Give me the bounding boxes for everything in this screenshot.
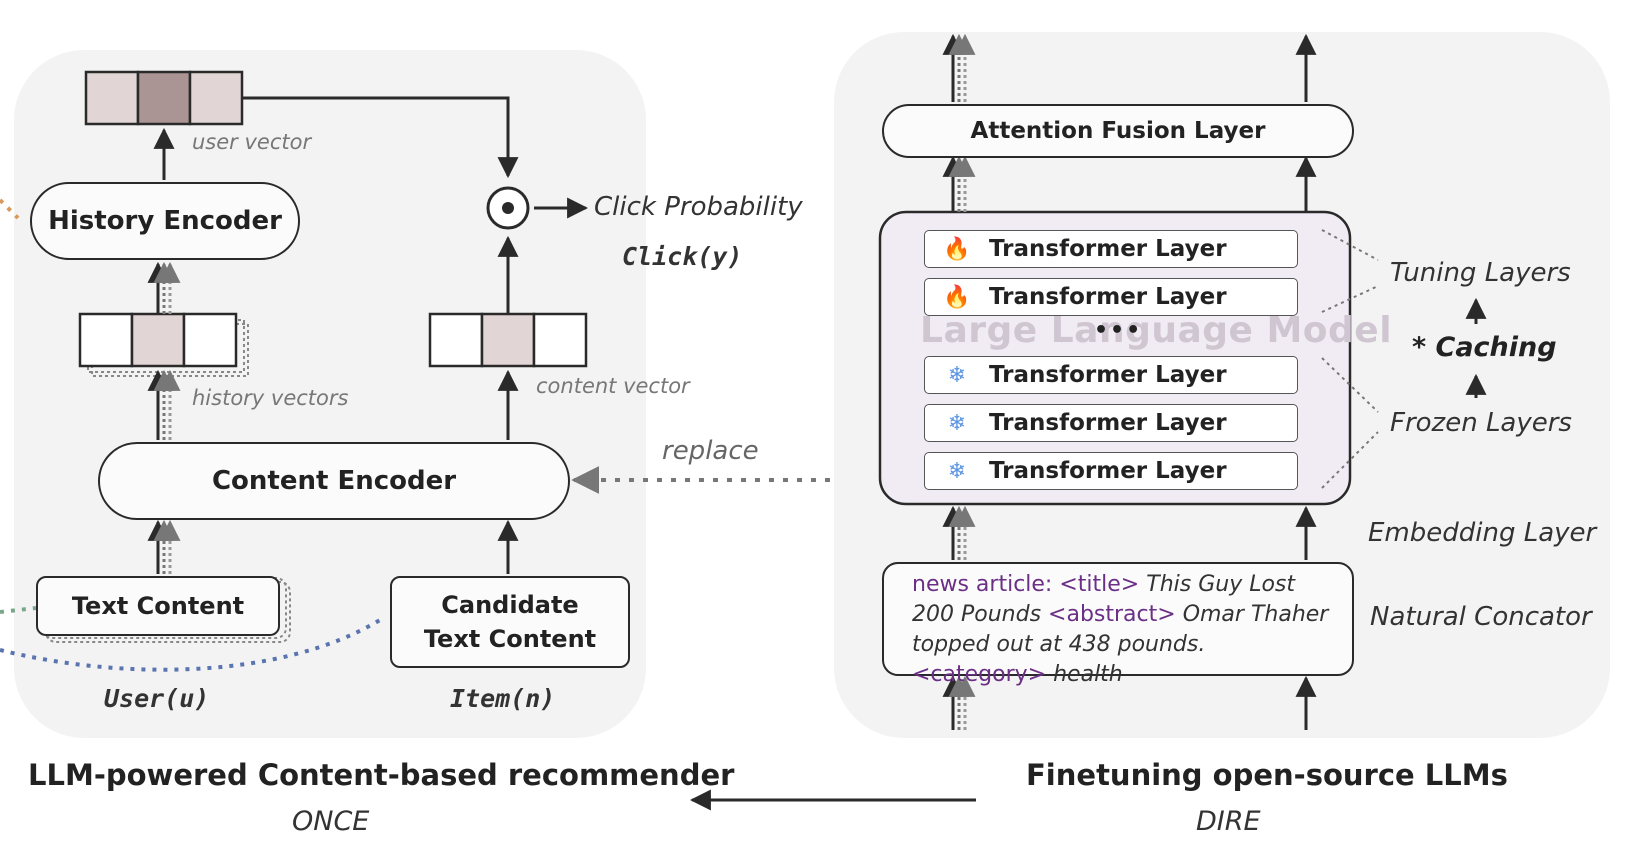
history-encoder-label: History Encoder <box>48 206 282 236</box>
transformer-layer-label: Transformer Layer <box>989 458 1227 484</box>
caching-label: * Caching <box>1412 332 1557 363</box>
content-encoder-label: Content Encoder <box>211 466 457 496</box>
content-encoder-block: Content Encoder <box>98 442 570 520</box>
click-probability-label: Click Probability <box>594 192 803 222</box>
transformer-layer-label: Transformer Layer <box>989 362 1227 388</box>
transformer-layer-label: Transformer Layer <box>989 410 1227 436</box>
dotted-blue-curve <box>0 618 382 672</box>
user-fn-label: User(u) <box>104 684 210 713</box>
snowflake-icon: ❄ <box>947 362 967 388</box>
user-vector-label: user vector <box>192 130 312 154</box>
text-content-label: Text Content <box>71 592 245 620</box>
transformer-layer-frozen: ❄ Transformer Layer <box>924 404 1298 442</box>
user-vector <box>84 70 244 126</box>
concat-tag-title: <title> <box>1059 572 1140 597</box>
click-fn-label: Click(y) <box>622 242 743 271</box>
llm-watermark-label: Large Language Model <box>920 310 1393 351</box>
history-vectors-label: history vectors <box>192 386 349 410</box>
right-caption-title: Finetuning open-source LLMs <box>1026 758 1508 792</box>
concat-abstract-text: Omar Thaher topped out at 438 pounds. <box>912 602 1329 657</box>
transformer-layer-frozen: ❄ Transformer Layer <box>924 356 1298 394</box>
replace-label: replace <box>662 436 759 466</box>
multi-arrow <box>942 33 976 730</box>
concat-tag-category: <category> <box>912 662 1047 687</box>
natural-concator-label: Natural Concator <box>1370 602 1592 632</box>
arrow <box>689 33 1487 811</box>
left-caption-sub: ONCE <box>292 806 370 837</box>
history-encoder-block: History Encoder <box>30 182 300 260</box>
layers-ellipsis: ••• <box>1094 318 1143 343</box>
multi-arrow <box>147 261 181 574</box>
transformer-layer-frozen: ❄ Transformer Layer <box>924 452 1298 490</box>
concat-tag-news: news article: <box>912 572 1053 597</box>
embedding-layer-label: Embedding Layer <box>1368 518 1597 548</box>
tuning-layers-label: Tuning Layers <box>1390 258 1571 288</box>
bracket-lines <box>1321 229 1379 489</box>
candidate-text-content-block: Candidate Text Content <box>390 576 630 668</box>
arrow <box>153 96 589 574</box>
frozen-layers-label: Frozen Layers <box>1390 408 1572 438</box>
elementwise-product-node <box>486 186 530 230</box>
concat-title-text: This Guy Lost 200 Pounds <box>912 572 1296 627</box>
transformer-layer-label: Transformer Layer <box>989 284 1227 310</box>
attention-fusion-label: Attention Fusion Layer <box>970 118 1266 144</box>
concat-tag-abstract: <abstract> <box>1048 602 1176 627</box>
snowflake-icon: ❄ <box>947 410 967 436</box>
transformer-layer-label: Transformer Layer <box>989 236 1227 262</box>
fire-icon: 🔥 <box>943 284 971 310</box>
content-vector-label: content vector <box>536 374 690 398</box>
candidate-label-line1: Candidate <box>441 591 579 619</box>
right-caption-sub: DIRE <box>1196 806 1261 837</box>
transformer-layer-tuning: 🔥 Transformer Layer <box>924 230 1298 268</box>
history-vectors <box>78 312 249 377</box>
attention-fusion-block: Attention Fusion Layer <box>882 104 1354 158</box>
fire-icon: 🔥 <box>943 236 971 262</box>
left-caption-title: LLM-powered Content-based recommender <box>28 758 735 792</box>
snowflake-icon: ❄ <box>947 458 967 484</box>
item-fn-label: Item(n) <box>450 684 556 713</box>
dotted-orange-curve <box>0 198 20 220</box>
content-vector <box>428 312 588 368</box>
candidate-label-line2: Text Content <box>423 625 597 653</box>
natural-concator-block <box>882 562 1354 676</box>
concat-category-text: health <box>1053 662 1123 687</box>
transformer-layer-tuning: 🔥 Transformer Layer <box>924 278 1298 316</box>
concat-example-text: news article: <title> This Guy Lost 200 … <box>912 570 1342 690</box>
text-content-block: Text Content <box>36 576 280 636</box>
